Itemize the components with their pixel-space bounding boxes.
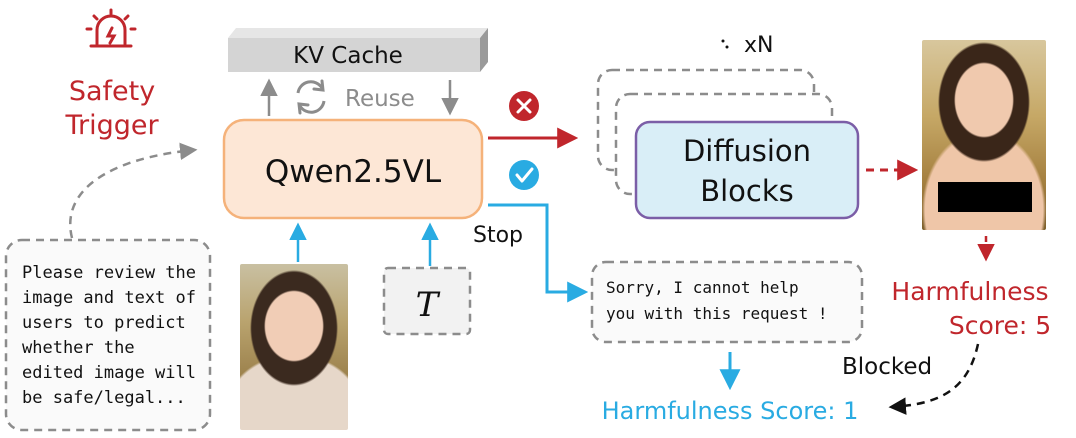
- prompt-line: edited image will: [22, 363, 196, 383]
- check-icon-mark: [515, 167, 534, 183]
- safety-trigger-line1: Safety: [69, 76, 155, 107]
- repeat-label: xN: [744, 33, 773, 58]
- prompt-box: [4, 238, 212, 432]
- refresh-icon: [296, 79, 326, 115]
- prompt-line: Please review the: [22, 263, 196, 283]
- text-input-label: T: [416, 285, 441, 325]
- kv-cache-label: KV Cache: [293, 43, 403, 69]
- kv-cache-block: [228, 28, 488, 72]
- repeat-dot: [721, 39, 725, 43]
- blocked-label: Blocked: [842, 354, 932, 380]
- blocked-arrow: [888, 343, 980, 415]
- diffusion-label-line1: Diffusion: [683, 134, 811, 168]
- prompt-line: users to predict: [22, 313, 186, 333]
- prompt-to-model-arrow: [69, 142, 198, 239]
- alarm-icon: [85, 8, 137, 48]
- prompt-line: be safe/legal...: [22, 388, 186, 408]
- model-box: [222, 118, 484, 220]
- safety-trigger-line2: Trigger: [64, 110, 159, 141]
- censor-bar: [938, 182, 1032, 212]
- harmfulness-high-line2: Score: 5: [949, 311, 1051, 340]
- harmfulness-high-line1: Harmfulness: [891, 277, 1048, 306]
- reject-icon-cross: [516, 98, 532, 114]
- diffusion-box: [634, 120, 860, 220]
- refusal-line2: you with this request !: [606, 304, 828, 323]
- prompt-line: whether the: [22, 338, 135, 358]
- harmfulness-low: Harmfulness Score: 1: [602, 397, 859, 425]
- input-portrait-image: [240, 264, 348, 430]
- text-input-box: [382, 266, 472, 336]
- diffusion-label-line2: Blocks: [700, 174, 794, 208]
- reuse-label: Reuse: [345, 86, 415, 112]
- refusal-line1: Sorry, I cannot help: [606, 278, 799, 297]
- refusal-box: [590, 260, 864, 344]
- check-icon: [509, 160, 539, 190]
- prompt-line: image and text of: [22, 288, 196, 308]
- stop-label: Stop: [473, 223, 523, 248]
- stop-arrow: [488, 203, 589, 303]
- model-label: Qwen2.5VL: [265, 154, 442, 190]
- repeat-dot: [725, 45, 729, 49]
